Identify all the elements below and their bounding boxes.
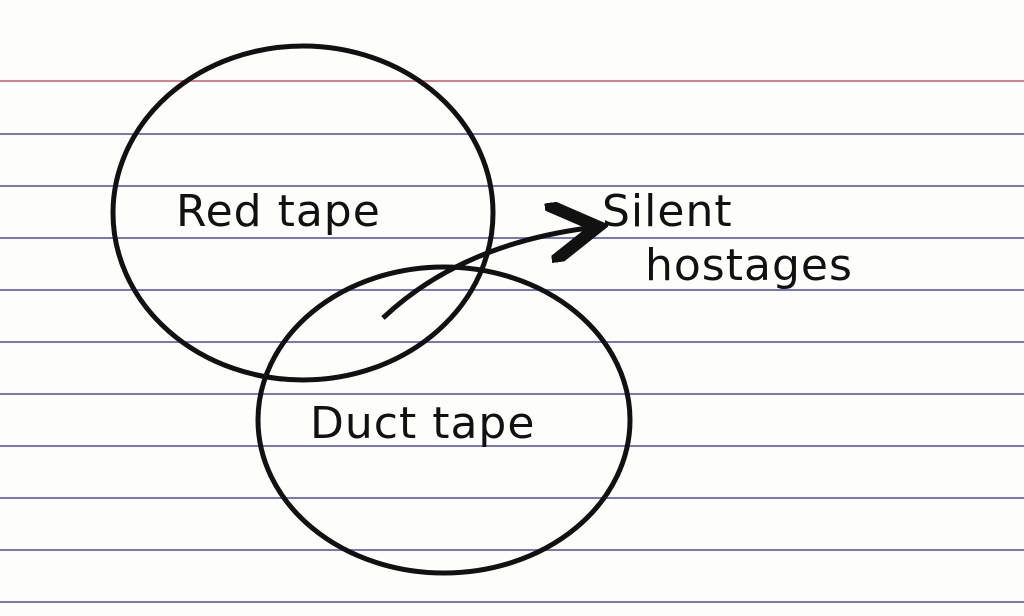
blue-rule (0, 289, 1024, 291)
blue-rule (0, 393, 1024, 395)
blue-rule (0, 185, 1024, 187)
blue-rule (0, 497, 1024, 499)
blue-rule (0, 549, 1024, 551)
annotation-line2: hostages (645, 240, 853, 291)
duct-tape-label: Duct tape (310, 398, 536, 449)
blue-rule (0, 601, 1024, 603)
red-tape-label: Red tape (176, 186, 381, 237)
duct-tape-circle (255, 264, 633, 576)
blue-rule (0, 341, 1024, 343)
blue-rule (0, 133, 1024, 135)
blue-rule (0, 445, 1024, 447)
red-tape-circle (110, 43, 496, 383)
arrow-icon (381, 228, 588, 320)
red-margin-rule (0, 80, 1024, 82)
annotation-line1: Silent (602, 186, 733, 237)
blue-rule (0, 237, 1024, 239)
